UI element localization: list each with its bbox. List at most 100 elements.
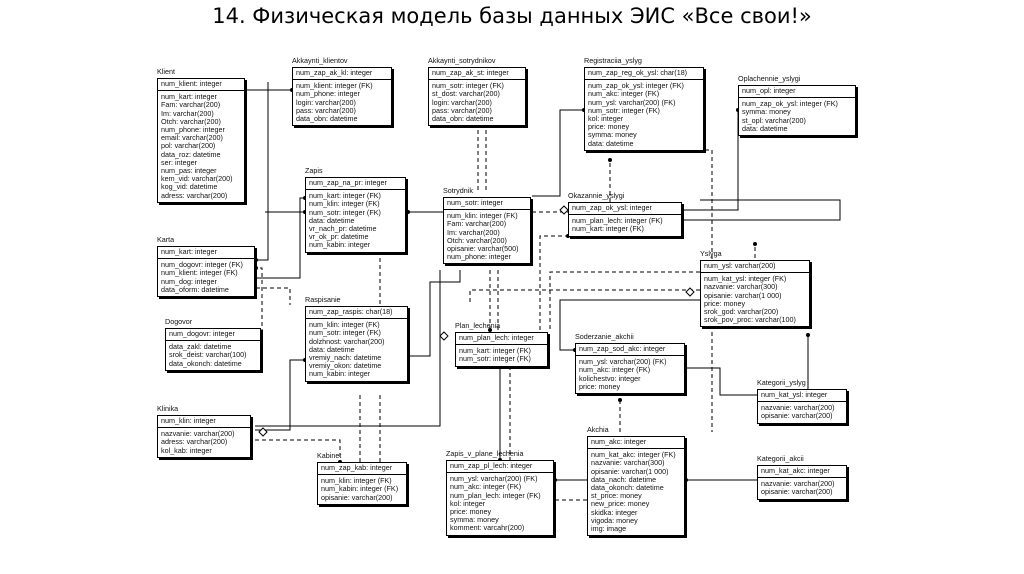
attribute: symma: money	[588, 130, 637, 140]
entity-raspisanie[interactable]: Raspisanie num_zap_raspis: char(18) num_…	[305, 295, 408, 382]
attribute: num_kabin: integer	[309, 369, 371, 379]
attribute-list: num_kart: integer (FK) num_sotr: integer…	[456, 345, 547, 365]
rel-diamond	[439, 331, 449, 341]
attribute: opisanie: varchar(1 000)	[704, 290, 782, 300]
entity-name: Soderzanie_akchii	[575, 332, 634, 341]
attribute: data: datetime	[742, 123, 788, 133]
entity-yslyga[interactable]: Yslyga num_ysl: varchar(200) num_kat_ysl…	[700, 249, 810, 328]
attribute: num_klient: integer (FK)	[161, 268, 238, 278]
primary-key: num_zap_ak_kl: integer	[293, 68, 391, 81]
attribute: num_klin: integer (FK)	[447, 211, 518, 221]
attribute: price: money	[579, 381, 621, 391]
entity-okazannie-yslygi[interactable]: Okazannie_yslygi num_zap_ok_ysl: integer…	[568, 191, 682, 237]
attribute: num_plan_lech: integer (FK)	[450, 490, 541, 500]
entity-name: Kategorii_akcii	[757, 454, 804, 463]
attribute: num_phone: integer	[447, 252, 511, 262]
entity-soderzanie-akchii[interactable]: Soderzanie_akchii num_zap_sod_akc: integ…	[575, 332, 685, 395]
entity-name: Kategorii_yslyg	[757, 378, 806, 387]
entity-dogovor[interactable]: Dogovor num_dogovr: integer data_zakl: d…	[165, 317, 261, 371]
primary-key: num_kart: integer	[158, 247, 254, 260]
attribute: data_okonch: datetime	[169, 358, 242, 368]
attribute: pass: varchar(200)	[296, 105, 356, 115]
entity-name: Raspisanie	[305, 295, 341, 304]
entity-akchia[interactable]: Akchia num_akc: integer num_kat_akc: int…	[587, 425, 685, 537]
rel-klinika-kabinet	[255, 439, 341, 462]
attribute: num_plan_lech: integer (FK)	[572, 216, 663, 226]
attribute: num_kat_ysl: integer (FK)	[704, 274, 787, 284]
attribute: opisanie: varchar(200)	[321, 492, 393, 502]
entity-kategorii-yslyg[interactable]: Kategorii_yslyg num_kat_ysl: integer naz…	[757, 378, 847, 424]
rel-soderzanie-kategorii	[686, 367, 757, 396]
attribute: num_ysl: varchar(200) (FK)	[450, 474, 538, 484]
entity-akkaynti-klientov[interactable]: Akkaynti_klientov num_zap_ak_kl: integer…	[292, 56, 392, 127]
entity-table: num_zap_sod_akc: integer num_ysl: varcha…	[575, 343, 685, 395]
entity-table: num_opl: integer num_zap_ok_ysl: integer…	[738, 85, 856, 137]
entity-zapis[interactable]: Zapis num_zap_na_pr: integer num_kart: i…	[305, 166, 406, 253]
entity-zapis-v-plane-lechenia[interactable]: Zapis_v_plane_lechenia num_zap_pl_lech: …	[446, 449, 554, 536]
attribute: kolichestvo: integer	[579, 373, 641, 383]
entity-table: num_akc: integer num_kat_akc: integer (F…	[587, 436, 685, 537]
entity-table: num_kat_akc: integer nazvanie: varchar(2…	[757, 465, 847, 500]
entity-klinika[interactable]: Klinika num_klin: integer nazvanie: varc…	[157, 404, 251, 458]
entity-registraciia-yslyg[interactable]: Registraciia_yslyg num_zap_reg_ok_ysl: c…	[584, 56, 704, 151]
primary-key: num_plan_lech: integer	[456, 333, 547, 346]
attribute: data_oform: datetime	[161, 284, 229, 294]
attribute: komment: varcahr(200)	[450, 523, 525, 533]
primary-key: num_akc: integer	[588, 437, 684, 450]
entity-klient[interactable]: Klient num_klient: integer num_kart: int…	[157, 67, 245, 203]
attribute: num_klient: integer (FK)	[296, 81, 373, 91]
attribute-list: nazvanie: varchar(200) opisanie: varchar…	[758, 402, 846, 422]
attribute: num_kart: integer (FK)	[459, 346, 531, 356]
attribute: nazvanie: varchar(200)	[761, 479, 835, 489]
entity-kategorii-akcii[interactable]: Kategorii_akcii num_kat_akc: integer naz…	[757, 454, 847, 500]
primary-key: num_ysl: varchar(200)	[701, 261, 809, 274]
attribute: num_kabin: integer (FK)	[321, 484, 399, 494]
rel-end-dot	[806, 333, 810, 337]
attribute: st_dost: varchar(200)	[432, 89, 500, 99]
attribute-list: num_plan_lech: integer (FK) num_kart: in…	[569, 215, 681, 235]
entity-akkaynti-sotrydnikov[interactable]: Akkaynti_sotrydnikov num_zap_ak_st: inte…	[428, 56, 526, 127]
attribute: vigoda: money	[591, 515, 638, 525]
attribute: st_opl: varchar(200)	[742, 115, 806, 125]
entity-name: Yslyga	[700, 249, 722, 258]
attribute-list: num_zap_ok_ysl: integer (FK) symma: mone…	[739, 98, 855, 135]
attribute: num_phone: integer	[161, 125, 225, 135]
entity-table: num_kat_ysl: integer nazvanie: varchar(2…	[757, 389, 847, 424]
attribute: adress: varchar(200)	[161, 437, 228, 447]
attribute: Fam: varchar(200)	[161, 100, 221, 110]
entity-name: Plan_lechenia	[455, 321, 501, 330]
attribute: kol: integer	[450, 498, 486, 508]
rel-okazannie-oplachennie	[683, 110, 739, 211]
entity-name: Klient	[157, 67, 175, 76]
entity-name: Oplachennie_yslygi	[738, 74, 801, 83]
primary-key: num_zap_ak_st: integer	[429, 68, 525, 81]
entity-kabinet[interactable]: Kabinet num_zap_kab: integer num_klin: i…	[317, 451, 407, 505]
attribute: img: image	[591, 524, 627, 534]
attribute: num_dog: integer	[161, 276, 217, 286]
entity-oplachennie-yslygi[interactable]: Oplachennie_yslygi num_opl: integer num_…	[738, 74, 856, 137]
attribute: num_sotr: integer (FK)	[588, 105, 660, 115]
entity-table: num_klient: integer num_kart: integer Fa…	[157, 78, 245, 203]
attribute: login: varchar(200)	[432, 97, 492, 107]
attribute: num_ysl: varchar(200) (FK)	[588, 97, 676, 107]
attribute: data_nach: datetime	[591, 474, 657, 484]
attribute: num_pas: integer	[161, 166, 217, 176]
attribute: num_sotr: integer (FK)	[309, 207, 381, 217]
attribute: data_zakl: datetime	[169, 342, 232, 352]
primary-key: num_dogovr: integer	[166, 329, 260, 342]
entity-name: Sotrydnik	[443, 186, 473, 195]
attribute: srok_deist: varchar(100)	[169, 350, 247, 360]
attribute: num_akc: integer (FK)	[450, 482, 522, 492]
attribute: num_kart: integer (FK)	[572, 224, 644, 234]
primary-key: num_kat_akc: integer	[758, 466, 846, 479]
attribute: pol: varchar(200)	[161, 141, 216, 151]
entity-name: Okazannie_yslygi	[568, 191, 625, 200]
attribute-list: data_zakl: datetime srok_deist: varchar(…	[166, 341, 260, 370]
entity-sotrydnik[interactable]: Sotrydnik num_sotr: integer num_klin: in…	[443, 186, 531, 265]
entity-plan-lechenia[interactable]: Plan_lechenia num_plan_lech: integer num…	[455, 321, 548, 367]
entity-karta[interactable]: Karta num_kart: integer num_dogovr: inte…	[157, 235, 255, 298]
attribute: Otch: varchar(200)	[161, 116, 221, 126]
attribute: data: datetime	[309, 215, 355, 225]
entity-table: num_zap_na_pr: integer num_kart: integer…	[305, 177, 406, 253]
attribute: symma: money	[450, 515, 499, 525]
